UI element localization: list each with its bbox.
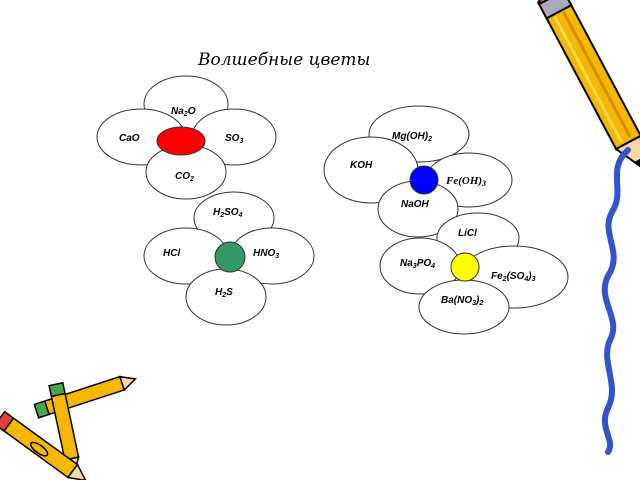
page-title: Волшебные цветы — [198, 50, 371, 70]
label-cao: CaO — [119, 133, 140, 144]
label-koh: KOH — [350, 160, 373, 171]
label-hno3: HNO3 — [253, 248, 279, 260]
label-feoh3: Fe(OH)3 — [445, 175, 486, 188]
label-so3: SO3 — [225, 133, 243, 145]
label-naoh: NaOH — [401, 199, 430, 210]
flower-center-red — [156, 126, 206, 156]
flower-salts: LiCl Na3PO4 Fe2(SO4)3 Ba(NO3)2 — [379, 212, 569, 335]
label-h2so4: H2SO4 — [213, 207, 243, 219]
label-na3po4: Na3PO4 — [400, 258, 435, 270]
flower-acids: H2SO4 HCl HNO3 H2S — [143, 191, 315, 326]
label-bano32: Ba(NO3)2 — [441, 295, 483, 307]
pencils-small-illustration — [0, 375, 137, 480]
label-hcl: HCl — [163, 248, 180, 259]
flower-bases: Mg(OH)2 KOH Fe(OH)3 NaOH — [323, 105, 513, 238]
label-co2: CO2 — [175, 171, 194, 183]
flower-center-blue — [409, 165, 439, 195]
flower-oxides: Na2O CaO SO3 CO2 — [96, 75, 277, 200]
label-h2s: H2S — [215, 287, 233, 299]
label-fe2so43: Fe2(SO4)3 — [491, 271, 536, 283]
petal-bano32[interactable] — [418, 279, 510, 335]
flower-center-yellow — [450, 252, 480, 282]
label-mgoh2: Mg(OH)2 — [392, 131, 432, 143]
label-licl: LiCl — [458, 228, 477, 239]
label-na2o: Na2O — [171, 106, 196, 118]
pencil-large-illustration — [533, 0, 640, 455]
flower-center-green — [214, 241, 246, 273]
